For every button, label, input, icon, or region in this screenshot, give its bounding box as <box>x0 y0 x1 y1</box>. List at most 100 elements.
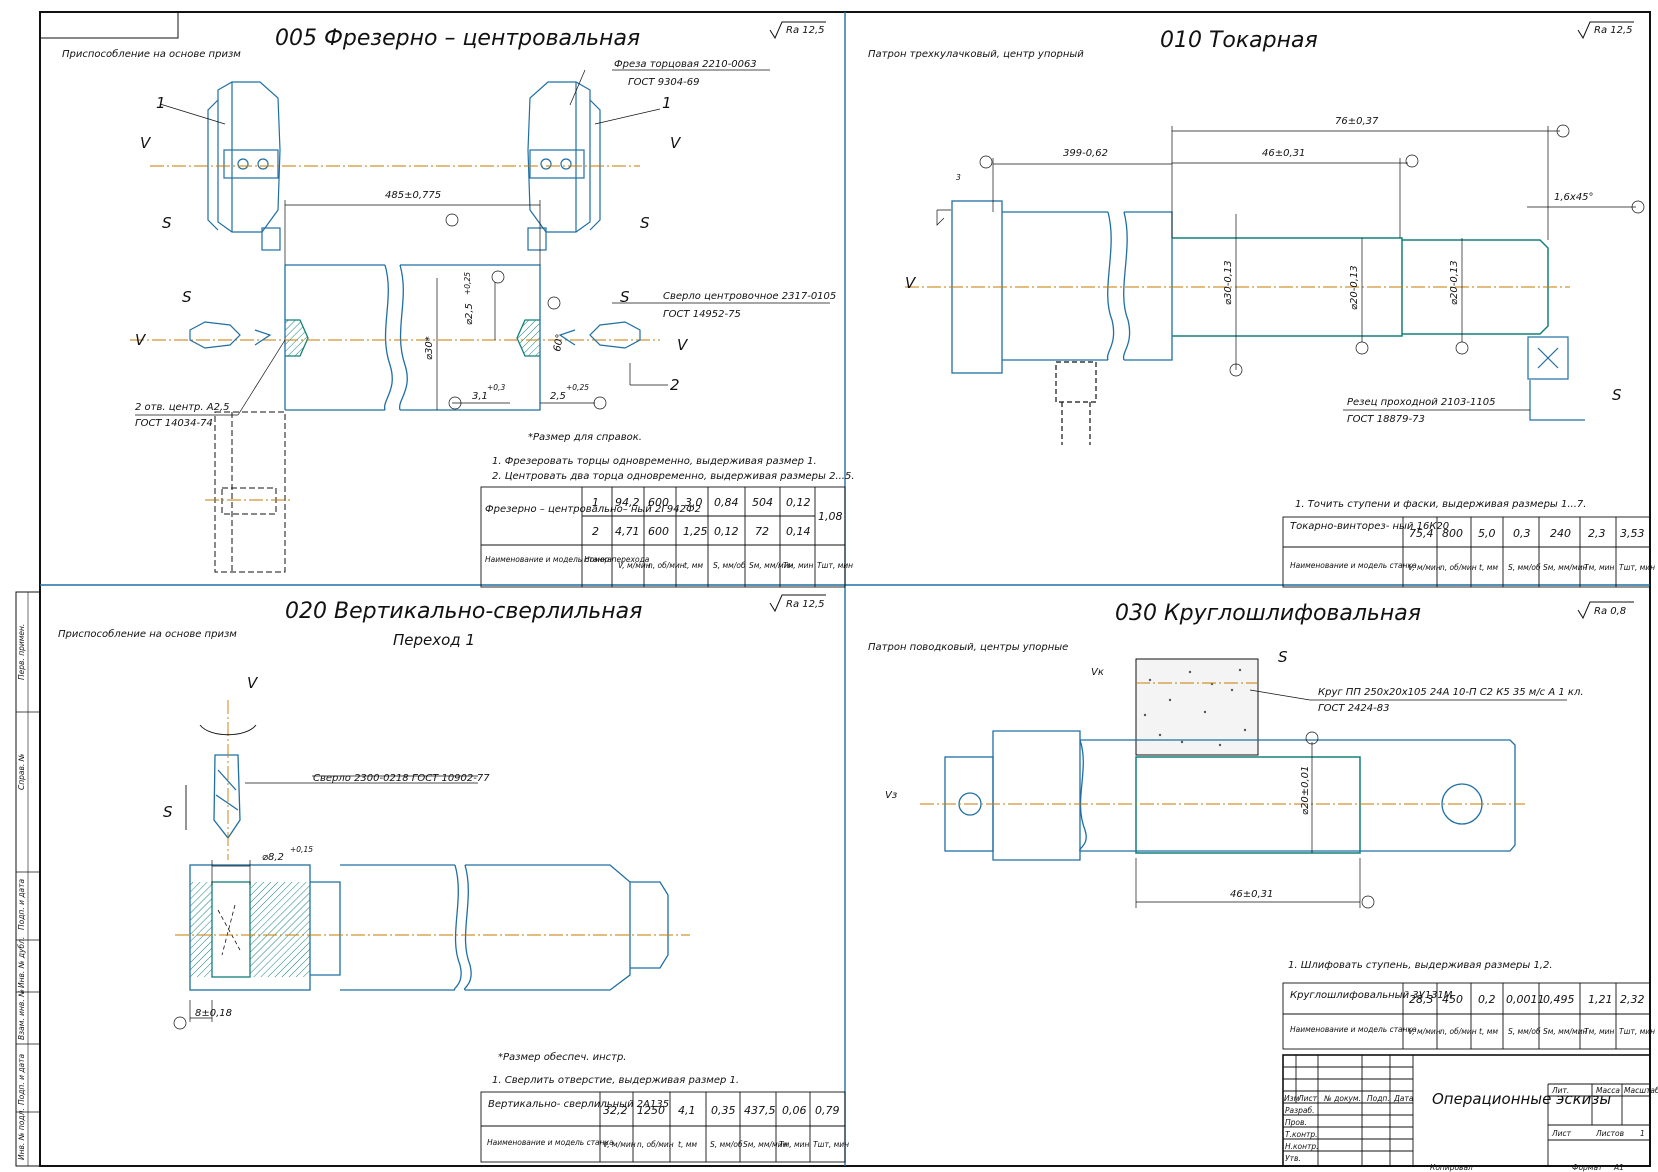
stamp-label: Масштаб <box>1624 1086 1658 1095</box>
margin-label: Справ. № <box>17 753 26 790</box>
op020-table <box>480 1091 846 1163</box>
stamp-label: Пров. <box>1285 1118 1307 1127</box>
op010-dim-d20a: ⌀20-0,13 <box>1349 265 1360 310</box>
op010-roughness: Ra 12,5 <box>1594 25 1633 36</box>
op010-dim-46: 46±0,31 <box>1262 148 1305 159</box>
op005-step: 2. Центровать два торца одновременно, вы… <box>492 471 855 482</box>
table-cell: 0,79 <box>815 1104 840 1117</box>
roughness-icon: Ra 12,5 <box>769 21 826 40</box>
op010-header: Тм, мин <box>1584 563 1615 572</box>
margin-label: Инв. № подл. <box>17 1108 26 1160</box>
stamp-value: 1 <box>1640 1129 1645 1138</box>
op020-header: Тм, мин <box>779 1140 810 1149</box>
op005-header: n, об/мин <box>648 561 685 570</box>
label-s: S <box>163 803 173 821</box>
margin-label: Подп. и дата <box>17 1054 26 1105</box>
op020-title: 020 Вертикально-сверлильная <box>285 599 642 624</box>
stamp-label: № докум. <box>1323 1094 1361 1103</box>
op030-part <box>1135 756 1361 854</box>
op010-dim-d20b: ⌀20-0,13 <box>1449 260 1460 305</box>
label-v: V <box>140 134 152 152</box>
op010-header: n, об/мин <box>1440 563 1477 572</box>
op020-machine: Вертикально- сверлильный 2А135 <box>488 1099 669 1110</box>
drill-icon <box>213 754 241 840</box>
op010-dim-399: 399-0,62 <box>1063 148 1108 159</box>
table-cell: 0,12 <box>786 496 811 509</box>
stamp-label: Изм <box>1284 1094 1300 1103</box>
op005-fixture: Приспособление на основе призм <box>62 48 241 60</box>
stamp-label: Лит. <box>1551 1086 1569 1095</box>
op020-note: *Размер обеспеч. инстр. <box>498 1051 626 1063</box>
op005-dim-cdia: ⌀2,5 <box>464 303 475 325</box>
roughness-icon: Ra 12,5 <box>1577 21 1634 40</box>
op020-roughness: Ra 12,5 <box>786 599 825 610</box>
op005-dimensions <box>135 69 830 416</box>
title-block <box>1282 1054 1651 1167</box>
table-cell: 600 <box>648 525 669 538</box>
op020-dim-dia-tol: +0,15 <box>290 845 313 854</box>
grinding-wheel <box>1135 658 1259 756</box>
op005-header: Тм, мин <box>783 561 814 570</box>
op005-tool2-std: ГОСТ 14952-75 <box>663 309 741 320</box>
op020-fixture: Приспособление на основе призм <box>58 628 237 640</box>
op030-dim-dia: ⌀20±0,01 <box>1300 766 1311 815</box>
format-label: Формат <box>1572 1163 1603 1172</box>
op020-header: n, об/мин <box>637 1140 674 1149</box>
op010-header: Тшт, мин <box>1619 563 1655 572</box>
label-s: S <box>1612 386 1622 404</box>
table-cell: 1250 <box>637 1104 665 1117</box>
stamp-label: Разраб. <box>1285 1106 1314 1115</box>
label-v: V <box>247 674 259 692</box>
op010-machine: Токарно-винторез- ный 16К20 <box>1290 521 1449 532</box>
op030-header: Sм, мм/мин <box>1543 1027 1588 1036</box>
table-cell: 0,495 <box>1543 993 1575 1006</box>
op020-header: V, м/мин <box>603 1140 636 1149</box>
op005-dim-depth-tol: +0,3 <box>487 383 505 392</box>
label-v: V <box>670 134 682 152</box>
op005-table-row: 2 4,71 600 1,25 0,12 72 0,14 <box>592 525 811 538</box>
op020-header: S, мм/об <box>710 1140 743 1149</box>
op020-header: t, мм <box>678 1140 697 1149</box>
op005-roughness: Ra 12,5 <box>786 25 825 36</box>
table-cell: 32,2 <box>603 1104 628 1117</box>
margin-label: Инв. № дубл. <box>17 937 26 988</box>
op005-tool2: Сверло центровочное 2317-0105 <box>663 291 836 302</box>
op005-dim-length: 485±0,775 <box>385 190 441 201</box>
label-v: V <box>677 336 689 354</box>
op020-step: 1. Сверлить отверстие, выдерживая размер… <box>492 1075 739 1086</box>
stamp-label: Подп. <box>1367 1094 1390 1103</box>
op005-title: 005 Фрезерно – центровальная <box>275 26 640 51</box>
op005-header: t, мм <box>684 561 703 570</box>
op030-machine: Круглошлифовальный 3У131М <box>1290 990 1453 1001</box>
stamp-label: Листов <box>1595 1129 1624 1138</box>
label-s: S <box>182 288 192 306</box>
op020-header: Наименование и модель станка <box>487 1138 614 1147</box>
stamp-label: Т.контр. <box>1285 1130 1318 1139</box>
op010-panel: 010 Токарная Патрон трехкулачковый, цент… <box>868 21 1655 588</box>
op010-header: Sм, мм/мин <box>1543 563 1588 572</box>
op030-roughness: Ra 0,8 <box>1594 606 1626 617</box>
op005-header: Тшт, мин <box>817 561 853 570</box>
op005-dim-cdia-tol: +0,25 <box>463 272 472 295</box>
op005-tsht: 1,08 <box>818 510 843 523</box>
roughness-icon: Ra 12,5 <box>769 594 826 613</box>
table-cell: 1,21 <box>1588 993 1613 1006</box>
table-cell: 2,32 <box>1620 993 1645 1006</box>
op010-dim-76: 76±0,37 <box>1335 116 1379 127</box>
table-cell: 600 <box>648 496 669 509</box>
table-cell: 0,12 <box>714 525 739 538</box>
op005-holes: 2 отв. центр. А2,5 <box>135 402 230 413</box>
op010-header: Наименование и модель станка <box>1290 561 1417 570</box>
op010-step: 1. Точить ступени и фаски, выдерживая ра… <box>1295 499 1586 510</box>
label-s: S <box>1278 648 1288 666</box>
op010-header: t, мм <box>1479 563 1498 572</box>
op005-dim-depth: 3,1 <box>472 391 488 402</box>
op030-panel: 030 Круглошлифовальная Патрон поводковый… <box>868 601 1655 1050</box>
table-cell: 1,25 <box>683 525 708 538</box>
format-value: A1 <box>1613 1163 1624 1172</box>
table-cell: 2,3 <box>1588 527 1606 540</box>
op010-table <box>1282 516 1651 588</box>
op030-table <box>1282 982 1651 1050</box>
op020-tool: Сверло 2300-0218 ГОСТ 10902-77 <box>313 773 490 784</box>
stamp-label: Лист <box>1297 1094 1318 1103</box>
